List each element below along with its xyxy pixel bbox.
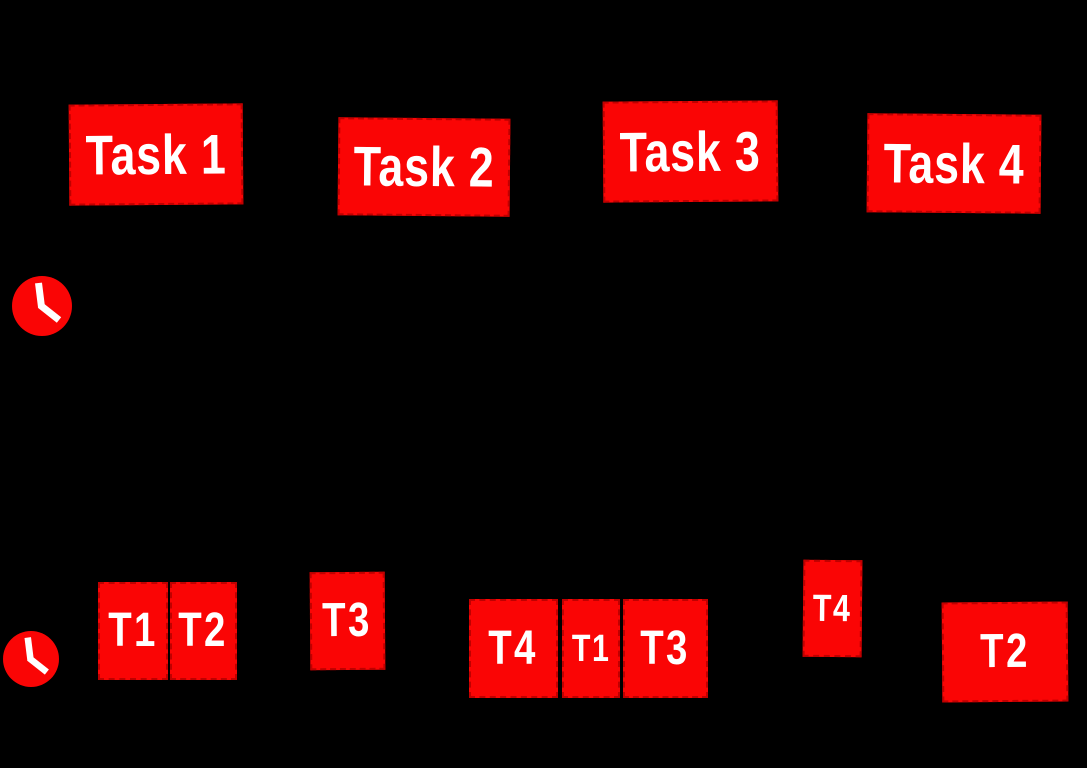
task-3-label: Task 3 [619,119,762,183]
slice-t1-box: T1 [98,582,168,680]
slice-t4-box: T4 [469,599,558,698]
slice-t3-box: T3 [309,571,386,671]
slice-t4-second-label: T4 [812,587,853,630]
task-3-box: Task 3 [602,100,779,203]
slice-t4-second-box: T4 [802,559,863,658]
slice-t2-second-box: T2 [941,601,1069,703]
slice-t3-second-label: T3 [640,621,691,675]
task-2-box: Task 2 [337,117,511,217]
slice-t1-second-box: T1 [562,599,620,698]
slice-t3-label: T3 [322,593,373,648]
task-2-label: Task 2 [353,134,495,199]
clock-icon [3,631,59,687]
slice-t1-second-label: T1 [571,627,611,670]
slice-t4-label: T4 [488,621,539,675]
slice-t2-label: T2 [178,604,229,657]
clock-icon [12,276,72,336]
slice-t1-label: T1 [108,604,158,657]
task-4-label: Task 4 [883,130,1025,196]
task-1-box: Task 1 [68,103,244,206]
slice-t2-box: T2 [170,582,237,680]
slice-t2-second-label: T2 [979,624,1030,679]
task-4-box: Task 4 [866,113,1042,214]
task-1-label: Task 1 [85,122,227,186]
slice-t3-second-box: T3 [623,599,708,698]
